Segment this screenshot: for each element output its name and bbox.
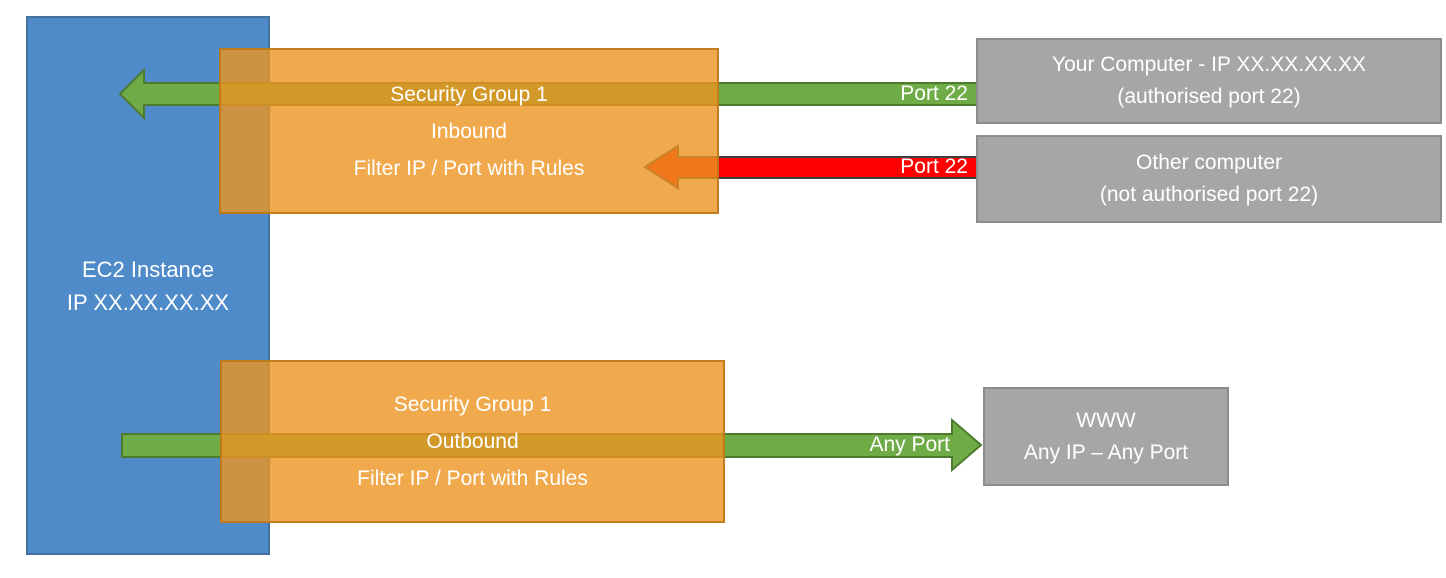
outbound-sg-title: Security Group 1 xyxy=(393,393,552,416)
inbound-sg-title: Security Group 1 xyxy=(390,82,548,106)
security-group-outbound-box: Security Group 1 Outbound Filter IP / Po… xyxy=(220,360,725,523)
ec2-instance-ip: IP XX.XX.XX.XX xyxy=(66,289,230,315)
inbound-denied-port-label: Port 22 xyxy=(900,155,968,178)
www-subtitle: Any IP – Any Port xyxy=(1023,440,1189,464)
www-box: WWW Any IP – Any Port xyxy=(983,387,1229,486)
inbound-sg-direction: Inbound xyxy=(431,119,507,143)
inbound-sg-description: Filter IP / Port with Rules xyxy=(353,156,585,180)
your-computer-title: Your Computer - IP XX.XX.XX.XX xyxy=(1052,53,1366,76)
outbound-sg-direction: Outbound xyxy=(426,430,519,453)
your-computer-subtitle: (authorised port 22) xyxy=(1117,85,1301,108)
your-computer-box: Your Computer - IP XX.XX.XX.XX (authoris… xyxy=(976,38,1442,124)
other-computer-subtitle: (not authorised port 22) xyxy=(1099,183,1319,206)
other-computer-title: Other computer xyxy=(1136,151,1282,174)
www-title: WWW xyxy=(1076,408,1136,432)
ec2-instance-title: EC2 Instance xyxy=(81,256,215,282)
outbound-port-label: Any Port xyxy=(869,433,950,456)
other-computer-box: Other computer (not authorised port 22) xyxy=(976,135,1442,223)
outbound-sg-description: Filter IP / Port with Rules xyxy=(357,467,588,490)
security-group-inbound-box: Security Group 1 Inbound Filter IP / Por… xyxy=(219,48,719,214)
inbound-allowed-port-label: Port 22 xyxy=(900,82,968,105)
